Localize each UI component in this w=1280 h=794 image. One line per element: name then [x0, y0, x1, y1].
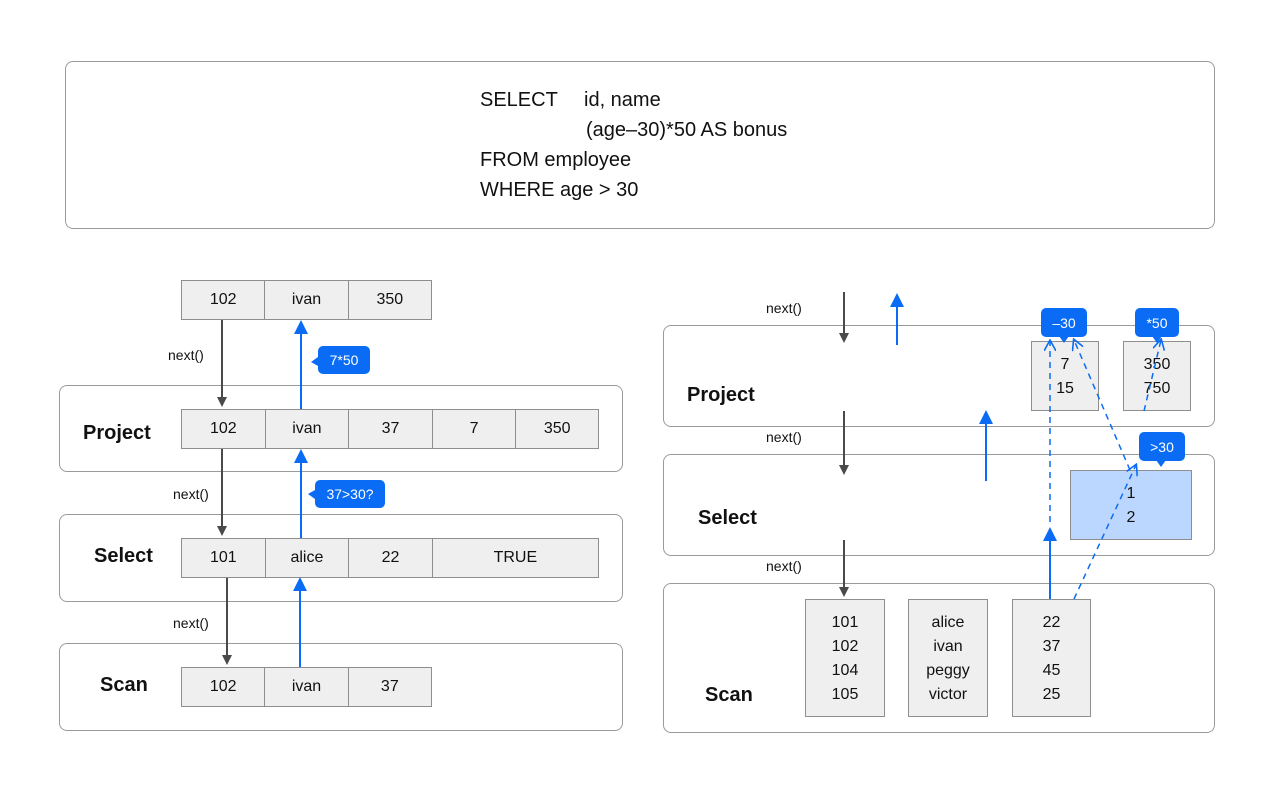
left-scan-row: 102 ivan 37 [181, 667, 432, 707]
right-next-label-2: next() [766, 429, 802, 445]
scan-cell-name: ivan [265, 668, 349, 706]
scan-name-value: victor [928, 686, 968, 703]
scan-id-value: 105 [831, 686, 859, 703]
scan-age-value: 25 [1042, 686, 1061, 703]
project-cell-name: ivan [266, 410, 350, 448]
right-select-label: Select [698, 507, 757, 529]
scan-name-value: peggy [926, 662, 970, 679]
project-times-column: 350 750 [1123, 341, 1191, 411]
tag-tail [311, 357, 318, 366]
left-multiply-tag: 7*50 [318, 346, 370, 374]
tag-tail [1156, 460, 1166, 467]
left-project-label: Project [83, 422, 151, 444]
sql-select-columns: id, name [584, 89, 661, 111]
scan-id-value: 102 [831, 638, 859, 655]
project-minus-value: 7 [1060, 356, 1070, 373]
scan-age-value: 37 [1042, 638, 1061, 655]
select-result-column: 1 2 [1070, 470, 1192, 540]
sql-from-clause: FROM employee [480, 149, 632, 171]
project-times-value: 350 [1143, 356, 1171, 373]
scan-cell-id: 102 [182, 668, 266, 706]
left-scan-label: Scan [100, 674, 148, 696]
project-cell-age: 37 [349, 410, 433, 448]
sql-select-expression: (age–30)*50 AS bonus [586, 119, 788, 141]
select-cell-result: TRUE [493, 549, 538, 566]
sql-select-keyword: SELECT [480, 89, 558, 111]
output-cell-id: 102 [182, 281, 266, 319]
scan-name-value: alice [931, 614, 965, 631]
right-next-label-1: next() [766, 300, 802, 316]
left-select-label: Select [94, 545, 153, 567]
scan-age-value: 45 [1042, 662, 1061, 679]
scan-name-column: alice ivan peggy victor [908, 599, 988, 717]
select-result-value: 1 [1126, 485, 1136, 502]
dashed-flow-arrow [1074, 340, 1131, 471]
scan-id-column: 101 102 104 105 [805, 599, 885, 717]
left-compare-tag: 37>30? [315, 480, 385, 508]
sql-where-clause: WHERE age > 30 [480, 179, 639, 201]
project-minus-column: 7 15 [1031, 341, 1099, 411]
tag-tail [1059, 336, 1069, 343]
select-cell-name: alice [266, 539, 350, 577]
left-next-label-3: next() [173, 615, 209, 631]
left-next-label-1: next() [168, 347, 204, 363]
left-output-row: 102 ivan 350 [181, 280, 432, 320]
scan-age-value: 22 [1042, 614, 1061, 631]
project-cell-id: 102 [182, 410, 266, 448]
sql-query-panel: SELECT id, name (age–30)*50 AS bonus FRO… [65, 61, 1215, 229]
scan-age-column: 22 37 45 25 [1012, 599, 1091, 717]
left-next-label-2: next() [173, 486, 209, 502]
right-minus-tag: –30 [1041, 308, 1087, 337]
project-cell-bonus: 350 [543, 420, 571, 437]
select-result-value: 2 [1126, 509, 1136, 526]
left-select-row: 101 alice 22 TRUE [181, 538, 599, 578]
project-cell-minus: 7 [433, 410, 517, 448]
right-project-label: Project [687, 384, 755, 406]
right-times-tag: *50 [1135, 308, 1179, 337]
scan-name-value: ivan [933, 638, 963, 655]
tag-tail [1152, 336, 1162, 343]
project-minus-value: 15 [1056, 380, 1074, 397]
scan-id-value: 104 [831, 662, 859, 679]
right-greater-tag: >30 [1139, 432, 1185, 461]
scan-id-value: 101 [831, 614, 859, 631]
tag-tail [308, 490, 315, 499]
output-cell-bonus: 350 [376, 291, 404, 308]
left-project-row: 102 ivan 37 7 350 [181, 409, 599, 449]
output-cell-name: ivan [265, 281, 349, 319]
right-next-label-3: next() [766, 558, 802, 574]
dashed-flow-arrow [1073, 465, 1136, 600]
dashed-flow-arrow [1143, 340, 1161, 412]
select-cell-age: 22 [349, 539, 433, 577]
select-cell-id: 101 [182, 539, 266, 577]
scan-cell-age: 37 [380, 678, 399, 695]
right-scan-label: Scan [705, 684, 753, 706]
